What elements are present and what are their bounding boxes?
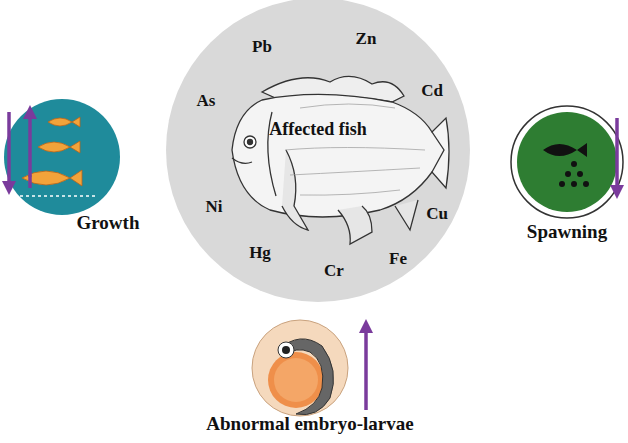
spawning-node: Spawning [505, 104, 626, 246]
spawning-icon [511, 106, 623, 218]
metal-label: Cr [324, 262, 344, 281]
embryo-larvae-node: Abnormal embryo-larvae [180, 318, 440, 442]
grey-circle [166, 0, 470, 302]
growth-icon [4, 99, 120, 215]
metal-label: Pb [252, 38, 272, 57]
effect-label: Abnormal embryo-larvae [206, 414, 413, 435]
effect-label: Growth [77, 213, 140, 234]
metal-label: Hg [249, 244, 271, 263]
effect-label: Spawning [527, 222, 607, 243]
center-label: Affected fish [269, 120, 366, 140]
metal-label: Fe [389, 250, 407, 269]
embryo-icon [252, 320, 366, 416]
metal-label: Zn [356, 30, 377, 49]
affected-fish-circle: Affected fish Pb ZnAs CdNi CuHgCr Fe [165, 0, 471, 300]
metal-label: Cd [421, 82, 443, 101]
metal-label: Cu [426, 205, 448, 224]
metal-label: As [197, 92, 216, 111]
growth-node: Growth [2, 98, 152, 243]
fish-drawing [232, 76, 449, 244]
metal-label: Ni [206, 198, 223, 217]
